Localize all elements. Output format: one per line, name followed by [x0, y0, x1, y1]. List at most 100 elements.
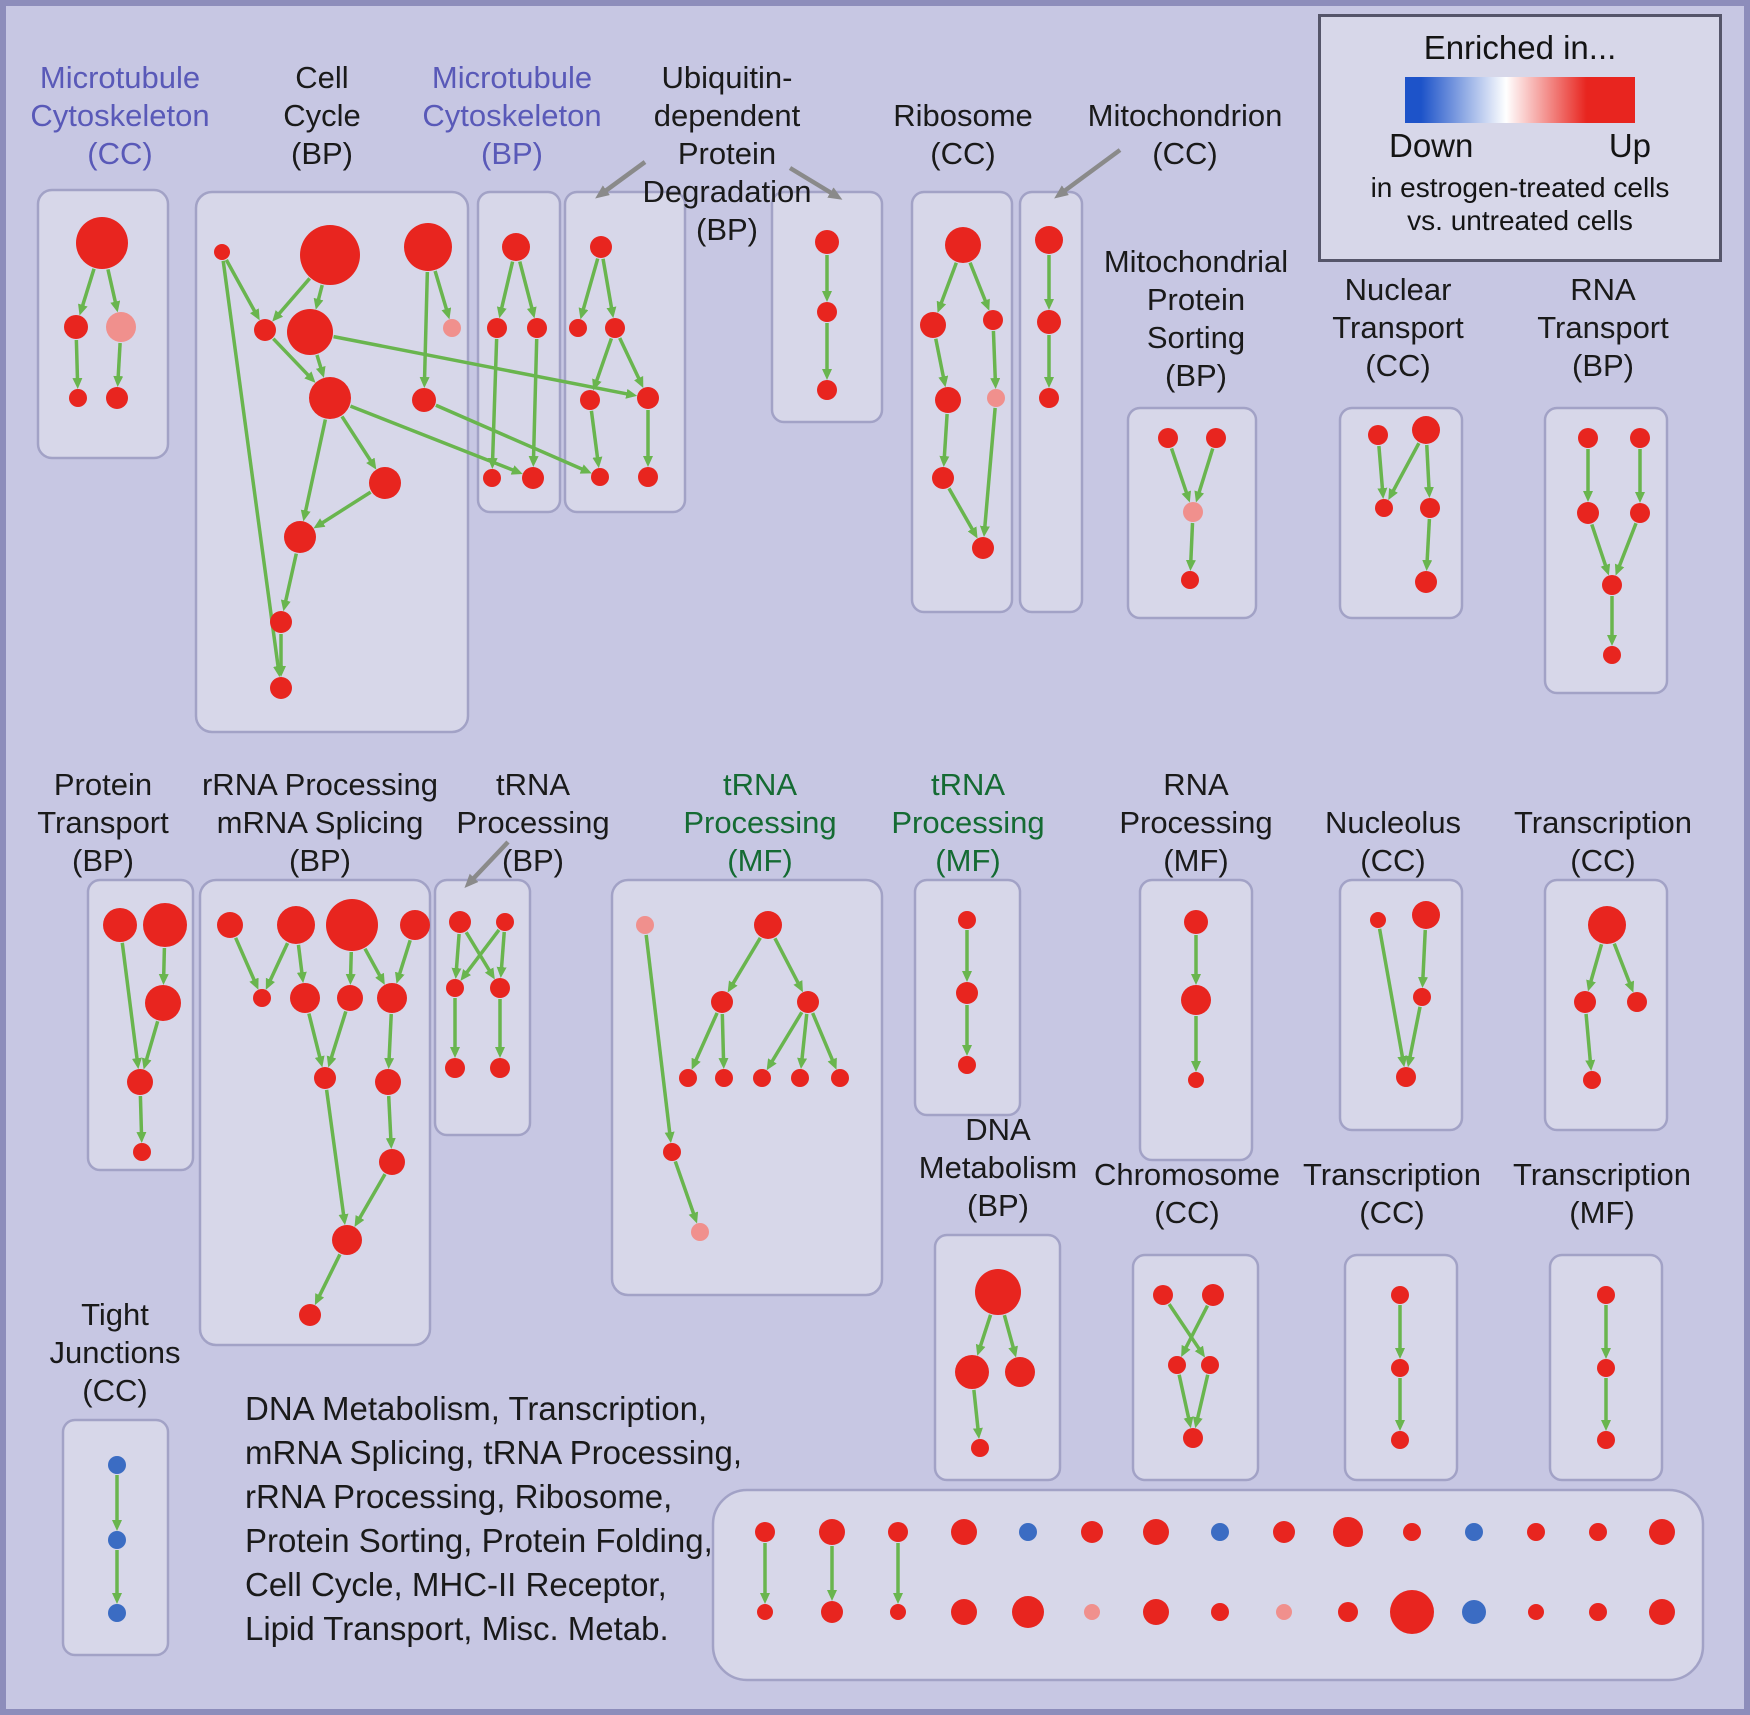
- label-transcription-cc-1: Transcription(CC): [1514, 805, 1692, 878]
- node-rib7: [972, 537, 994, 559]
- node-cc5: [287, 309, 333, 355]
- edge-pt2-pt3: [158, 947, 169, 986]
- node-rib1: [945, 227, 981, 263]
- node-rr4: [400, 910, 430, 940]
- edge-mtcc3-mtcc5: [113, 342, 124, 388]
- node-rt6: [1603, 646, 1621, 664]
- node-nuc2: [1412, 901, 1440, 929]
- cluster-box-misc: [711, 1488, 1705, 1682]
- node-ubl5: [580, 390, 600, 410]
- node-mt12: [1465, 1523, 1483, 1541]
- edge-ubl5-ubl6: [589, 410, 603, 469]
- node-tm8: [791, 1069, 809, 1087]
- node-rr8: [377, 983, 407, 1013]
- node-mb11: [1390, 1590, 1434, 1634]
- edge-dm1-dm3: [1002, 1314, 1018, 1358]
- edge-nuc3-nuc4: [1405, 1006, 1422, 1068]
- edge-rib4-rib6: [939, 413, 950, 468]
- edge-mtbp2-mtbp4: [487, 338, 499, 470]
- node-mt15: [1649, 1519, 1675, 1545]
- node-mb4: [951, 1599, 977, 1625]
- node-chr3: [1168, 1356, 1186, 1374]
- node-chr4: [1201, 1356, 1219, 1374]
- edge-mtbp1-mtbp2: [496, 261, 515, 319]
- node-tr2: [496, 913, 514, 931]
- edge-cc1-cc4: [224, 259, 260, 321]
- cluster-box-tm: [610, 878, 884, 1297]
- node-mb15: [1649, 1599, 1675, 1625]
- node-tr5: [445, 1058, 465, 1078]
- node-rr13: [299, 1304, 321, 1326]
- edge-rr3-rr7: [345, 951, 356, 986]
- node-mb10: [1338, 1602, 1358, 1622]
- edge-cc8-ubl6: [435, 403, 592, 474]
- cluster-box-tc: [1543, 878, 1669, 1132]
- node-rt1: [1578, 428, 1598, 448]
- node-tmf1: [1597, 1286, 1615, 1304]
- node-ubl2: [569, 319, 587, 337]
- edge-chr4-chr5: [1192, 1374, 1210, 1429]
- node-tr4: [490, 978, 510, 998]
- node-rp3: [1188, 1072, 1204, 1088]
- edge-mps3-mps4: [1185, 522, 1196, 572]
- cluster-box-mtcc: [36, 188, 170, 460]
- edge-dm1-dm2: [975, 1314, 993, 1356]
- node-tmf3: [1597, 1431, 1615, 1449]
- legend-down-label: Down: [1389, 127, 1474, 164]
- node-nt4: [1420, 498, 1440, 518]
- node-mtbp2: [487, 318, 507, 338]
- node-mt11: [1403, 1523, 1421, 1541]
- node-nt2: [1412, 416, 1440, 444]
- node-mb9: [1276, 1604, 1292, 1620]
- edge-rib2-rib4: [934, 338, 949, 388]
- annotation-arrow: [1054, 148, 1122, 199]
- edge-tm4-tm7: [766, 1011, 804, 1071]
- cluster-box-rt: [1543, 406, 1669, 695]
- node-rib6: [932, 467, 954, 489]
- node-mb7: [1143, 1599, 1169, 1625]
- edge-rr12-rr13: [314, 1253, 342, 1306]
- edge-tc1-tc2: [1586, 943, 1604, 992]
- edge-rr6-rr9: [307, 1013, 325, 1068]
- node-tm5: [679, 1069, 697, 1087]
- node-tc1: [1588, 906, 1626, 944]
- node-tm10: [663, 1143, 681, 1161]
- node-pt4: [127, 1069, 153, 1095]
- label-mitochondrion-cc: Mitochondrion(CC): [1088, 98, 1283, 171]
- node-mt13: [1527, 1523, 1545, 1541]
- edge-tm2-tm3: [727, 936, 762, 993]
- edge-cc2-cc5: [313, 284, 324, 310]
- node-tr1: [449, 911, 471, 933]
- node-rib3: [983, 310, 1003, 330]
- edge-rib6-rib7: [947, 487, 978, 539]
- edge-nuc2-nuc3: [1417, 929, 1428, 989]
- edge-chr3-chr5: [1177, 1374, 1194, 1429]
- edge-rib5-rib7: [979, 407, 997, 538]
- node-tcc2c: [1391, 1431, 1409, 1449]
- legend-subtitle-line1: in estrogen-treated cells: [1370, 172, 1670, 203]
- node-rt3: [1577, 502, 1599, 524]
- node-cc1: [214, 244, 230, 260]
- node-rr12: [332, 1225, 362, 1255]
- edge-mtcc2-mtcc4: [72, 339, 83, 390]
- edge-ubl1-ubl2: [578, 258, 600, 320]
- cluster-box-tr: [433, 878, 532, 1137]
- label-transcription-mf: Transcription(MF): [1513, 1157, 1691, 1230]
- edge-mps1-mps3: [1169, 447, 1192, 503]
- edge-tr1-tr3: [451, 933, 462, 980]
- edge-rib1-rib3: [968, 261, 990, 311]
- node-cc4: [254, 319, 276, 341]
- node-mb5: [1012, 1596, 1044, 1628]
- edge-pt1-pt4: [120, 942, 142, 1070]
- node-dm2: [955, 1355, 989, 1389]
- edge-tr2-tr4: [496, 931, 507, 979]
- node-mtcc3: [106, 312, 136, 342]
- edge-dm2-dm4: [972, 1389, 983, 1440]
- node-tc3: [1627, 992, 1647, 1012]
- label-transcription-cc-2: Transcription(CC): [1303, 1157, 1481, 1230]
